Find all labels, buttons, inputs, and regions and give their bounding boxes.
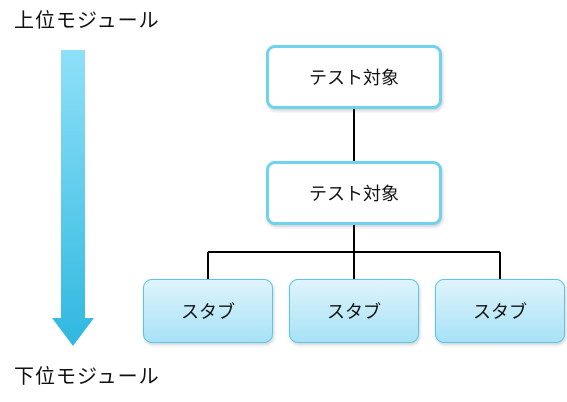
stub-node: スタブ: [289, 279, 419, 343]
downward-arrow-icon: [52, 50, 94, 346]
stub-label: スタブ: [327, 302, 381, 323]
upper-module-label: 上位モジュール: [14, 8, 160, 32]
lower-module-label: 下位モジュール: [14, 364, 160, 388]
test-target-node: テスト対象: [266, 161, 442, 225]
test-target-label: テスト対象: [309, 184, 399, 205]
test-target-node: テスト対象: [266, 45, 442, 109]
stub-node: スタブ: [143, 279, 273, 343]
test-target-label: テスト対象: [309, 68, 399, 89]
stub-node: スタブ: [435, 279, 565, 343]
stub-label: スタブ: [473, 302, 527, 323]
stub-label: スタブ: [181, 302, 235, 323]
